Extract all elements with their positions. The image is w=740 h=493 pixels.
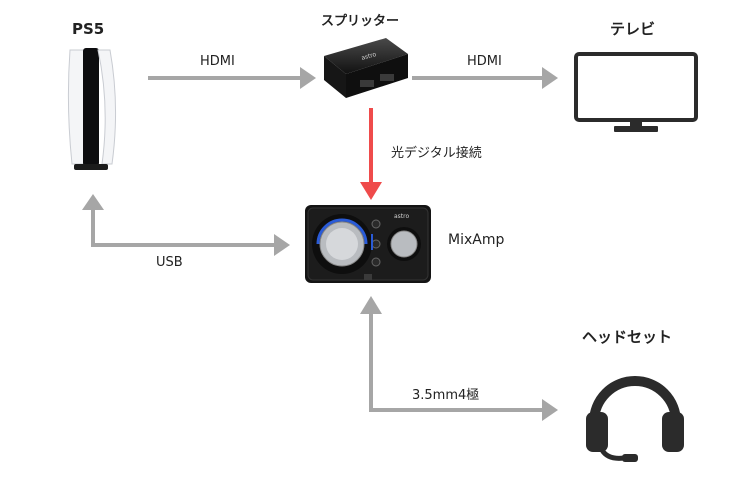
arrow-mixamp-ps5-usb	[82, 194, 290, 256]
svg-text:astro: astro	[394, 213, 409, 220]
tv-icon	[574, 52, 698, 132]
ps5-console-image	[67, 48, 117, 170]
arrow-mixamp-headset	[360, 296, 558, 421]
arrow-splitter-to-tv	[412, 67, 558, 89]
headset-label: ヘッドセット	[582, 328, 673, 346]
arrow-ps5-to-splitter	[148, 67, 316, 89]
headset-icon	[586, 376, 684, 462]
splitter-label: スプリッター	[321, 14, 400, 29]
hdmi-label-right: HDMI	[467, 54, 502, 69]
ps5-label: PS5	[72, 20, 105, 38]
tv-label: テレビ	[610, 20, 656, 38]
arrow-splitter-to-mixamp	[360, 108, 382, 200]
svg-text:astro: astro	[361, 51, 378, 62]
hdmi-label-left: HDMI	[200, 54, 235, 69]
optical-label: 光デジタル接続	[391, 146, 482, 161]
mixamp-label: MixAmp	[448, 232, 505, 248]
usb-label: USB	[156, 255, 183, 270]
mixamp-device-image: astro	[305, 205, 431, 283]
headset-cable-label: 3.5mm4極	[412, 388, 480, 403]
splitter-device-image: astro	[324, 38, 408, 98]
